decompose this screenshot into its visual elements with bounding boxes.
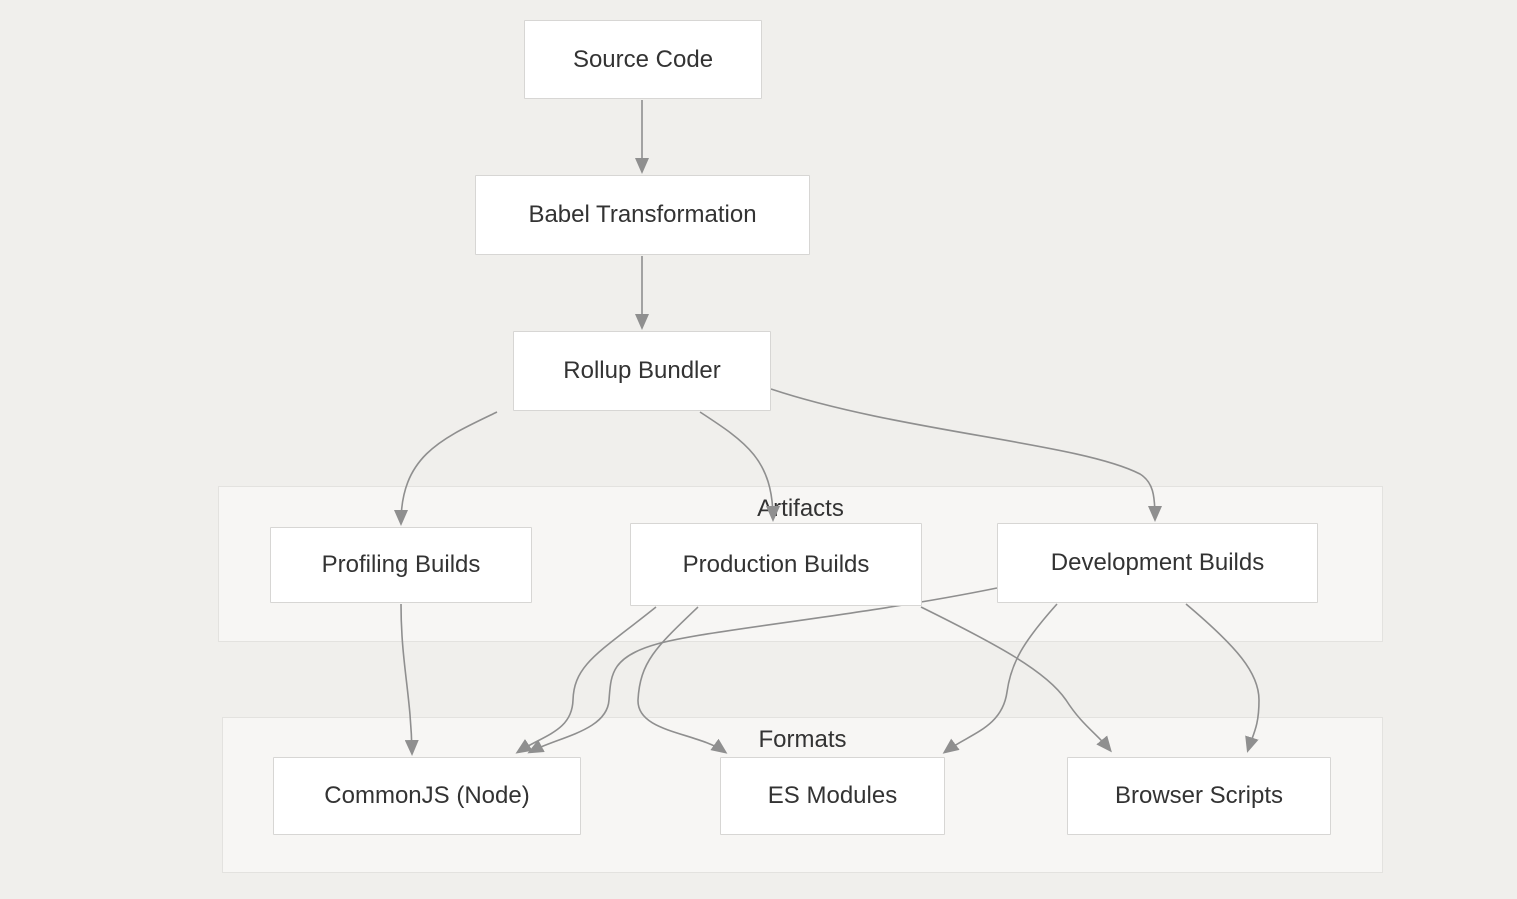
node-production-builds: Production Builds (630, 523, 922, 606)
node-babel-transformation-label: Babel Transformation (528, 201, 757, 228)
node-es-modules: ES Modules (720, 757, 945, 835)
node-development-builds: Development Builds (997, 523, 1318, 603)
node-browser-scripts-label: Browser Scripts (1114, 782, 1284, 809)
node-profiling-builds-label: Profiling Builds (321, 551, 481, 578)
group-formats-label: Formats (758, 726, 847, 753)
node-commonjs-node-label: CommonJS (Node) (324, 782, 530, 809)
group-artifacts-label: Artifacts (757, 495, 844, 522)
node-source-code-label: Source Code (572, 45, 714, 73)
node-development-builds-label: Development Builds (1050, 549, 1265, 576)
node-es-modules-label: ES Modules (767, 782, 898, 809)
node-rollup-bundler-label: Rollup Bundler (563, 357, 721, 384)
node-source-code: Source Code (524, 20, 762, 99)
node-rollup-bundler: Rollup Bundler (513, 331, 771, 411)
node-production-builds-label: Production Builds (682, 550, 870, 578)
node-browser-scripts: Browser Scripts (1067, 757, 1331, 835)
node-babel-transformation: Babel Transformation (475, 175, 810, 255)
node-profiling-builds: Profiling Builds (270, 527, 532, 603)
node-commonjs-node: CommonJS (Node) (273, 757, 581, 835)
